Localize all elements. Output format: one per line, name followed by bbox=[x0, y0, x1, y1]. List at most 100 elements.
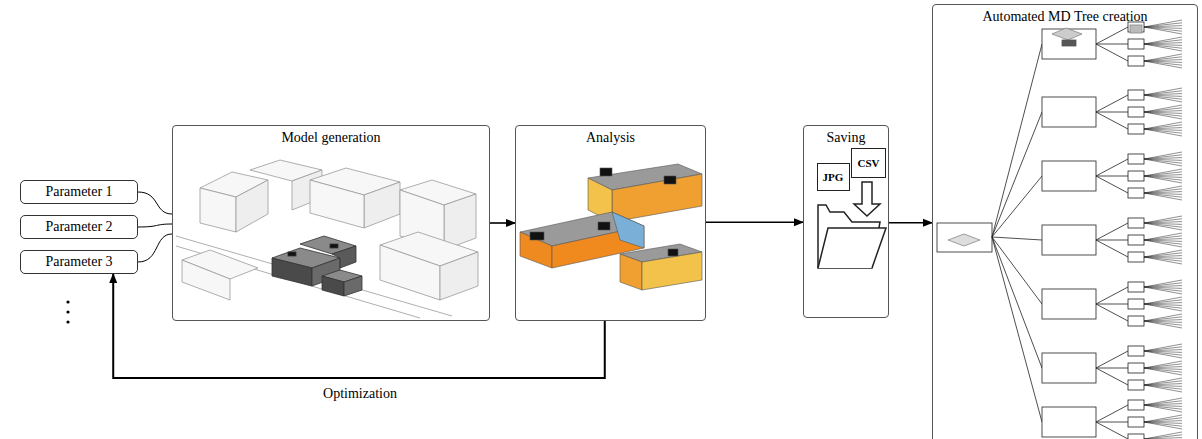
drawing-stroke bbox=[66, 310, 69, 313]
tree-stroke bbox=[1144, 287, 1182, 294]
tree-box bbox=[1042, 353, 1096, 383]
tree-leaf-box bbox=[1128, 107, 1144, 117]
tree-stroke bbox=[1096, 44, 1128, 61]
tree-leaf-box bbox=[1128, 171, 1144, 181]
tree-stroke bbox=[1144, 384, 1182, 385]
tree-stroke bbox=[1144, 401, 1182, 405]
process-panel: Model generation bbox=[172, 125, 490, 321]
tree-stroke bbox=[1144, 111, 1182, 112]
tree-stroke bbox=[1144, 152, 1182, 159]
connector bbox=[889, 222, 932, 224]
tree-leaf-box bbox=[1128, 252, 1144, 262]
proposed-buildings bbox=[272, 236, 362, 296]
drawing-stroke bbox=[288, 252, 296, 256]
tree-stroke bbox=[1144, 91, 1182, 95]
tree-stroke bbox=[1096, 368, 1128, 369]
tree-stroke bbox=[1144, 60, 1182, 61]
drawing-stroke bbox=[620, 254, 642, 290]
tree-stroke bbox=[1144, 43, 1182, 44]
tree-stroke bbox=[1144, 418, 1182, 422]
drawing-stroke bbox=[612, 212, 644, 248]
tree-stroke bbox=[992, 44, 1042, 237]
tree-box bbox=[1042, 407, 1096, 437]
tree-stroke bbox=[1144, 385, 1182, 392]
tree-stroke bbox=[1144, 108, 1182, 112]
tree-stroke bbox=[1144, 283, 1182, 287]
drawing-stroke bbox=[598, 222, 610, 230]
edge-label: Optimization bbox=[320, 386, 400, 402]
drawing-stroke bbox=[854, 182, 880, 216]
root-thumbnail bbox=[937, 223, 992, 252]
tree-stroke bbox=[992, 112, 1042, 237]
thumb-art bbox=[1062, 40, 1076, 46]
connector bbox=[706, 221, 803, 223]
folder-icon bbox=[818, 182, 886, 268]
tree-box bbox=[1042, 97, 1096, 127]
parameter-box: Parameter 3 bbox=[20, 250, 138, 274]
tree-stroke bbox=[1144, 175, 1182, 176]
drawing-stroke bbox=[322, 276, 344, 296]
box-label: Parameter 2 bbox=[45, 219, 112, 235]
connector bbox=[113, 274, 605, 378]
tree-stroke bbox=[1144, 20, 1182, 27]
tree-stroke bbox=[1096, 176, 1128, 177]
drawing-stroke bbox=[664, 176, 676, 184]
tree-stroke bbox=[1144, 256, 1182, 257]
tree-stroke bbox=[1144, 350, 1182, 351]
panel-heading: Model generation bbox=[173, 130, 489, 146]
tree-stroke bbox=[1144, 88, 1182, 95]
tree-stroke bbox=[1144, 421, 1182, 422]
tree-stroke bbox=[1096, 27, 1128, 44]
tree-stroke bbox=[1144, 239, 1182, 240]
tree-leaf-box bbox=[1128, 218, 1144, 228]
tree-leaf-box bbox=[1128, 154, 1144, 164]
tree-stroke bbox=[1144, 398, 1182, 405]
connector bbox=[138, 192, 172, 214]
thumb-art bbox=[1052, 28, 1082, 40]
tree-box bbox=[1042, 29, 1096, 59]
tree-leaf-box bbox=[1128, 299, 1144, 309]
tree-stroke bbox=[1144, 404, 1182, 405]
tree-stroke bbox=[1144, 37, 1182, 44]
drawing-stroke bbox=[440, 252, 478, 300]
drawing-stroke bbox=[330, 244, 338, 248]
tree-stroke bbox=[992, 237, 1042, 422]
drawing-stroke bbox=[444, 194, 476, 250]
tree-stroke bbox=[1144, 361, 1182, 368]
tree-stroke bbox=[1144, 321, 1182, 328]
tree-stroke bbox=[1096, 112, 1128, 113]
tree-stroke bbox=[1096, 287, 1128, 304]
tree-stroke bbox=[1144, 415, 1182, 422]
tree-stroke bbox=[1144, 122, 1182, 129]
tree-stroke bbox=[1144, 257, 1182, 264]
tree-stroke bbox=[1144, 303, 1182, 304]
tree-panel: Automated MD Tree creation bbox=[932, 4, 1198, 439]
tree-stroke bbox=[1144, 368, 1182, 375]
tree-stroke bbox=[1096, 112, 1128, 129]
drawing-stroke bbox=[530, 232, 544, 240]
tree-stroke bbox=[1144, 320, 1182, 321]
tree-stroke bbox=[1144, 381, 1182, 385]
tree-leaf-box bbox=[1128, 90, 1144, 100]
panel-heading: Saving bbox=[804, 130, 888, 146]
tree-stroke bbox=[1096, 422, 1128, 439]
tree-leaf-box bbox=[1128, 39, 1144, 49]
tree-stroke bbox=[1096, 223, 1128, 240]
tree-stroke bbox=[1144, 438, 1182, 439]
tree-stroke bbox=[1096, 159, 1128, 176]
tree-stroke bbox=[1144, 189, 1182, 193]
tree-stroke bbox=[1144, 304, 1182, 311]
drawing-stroke bbox=[236, 180, 268, 232]
tree-stroke bbox=[1144, 297, 1182, 304]
drawing-stroke bbox=[520, 232, 552, 268]
tree-stroke bbox=[1144, 216, 1182, 223]
tree-stroke bbox=[1144, 253, 1182, 257]
tree-box bbox=[1042, 225, 1096, 255]
file-icon: CSV bbox=[851, 148, 886, 178]
tree-stroke bbox=[1144, 54, 1182, 61]
tree-stroke bbox=[1144, 347, 1182, 351]
tree-stroke bbox=[1144, 300, 1182, 304]
tree-stroke bbox=[992, 237, 1042, 240]
box-label: Parameter 3 bbox=[45, 254, 112, 270]
